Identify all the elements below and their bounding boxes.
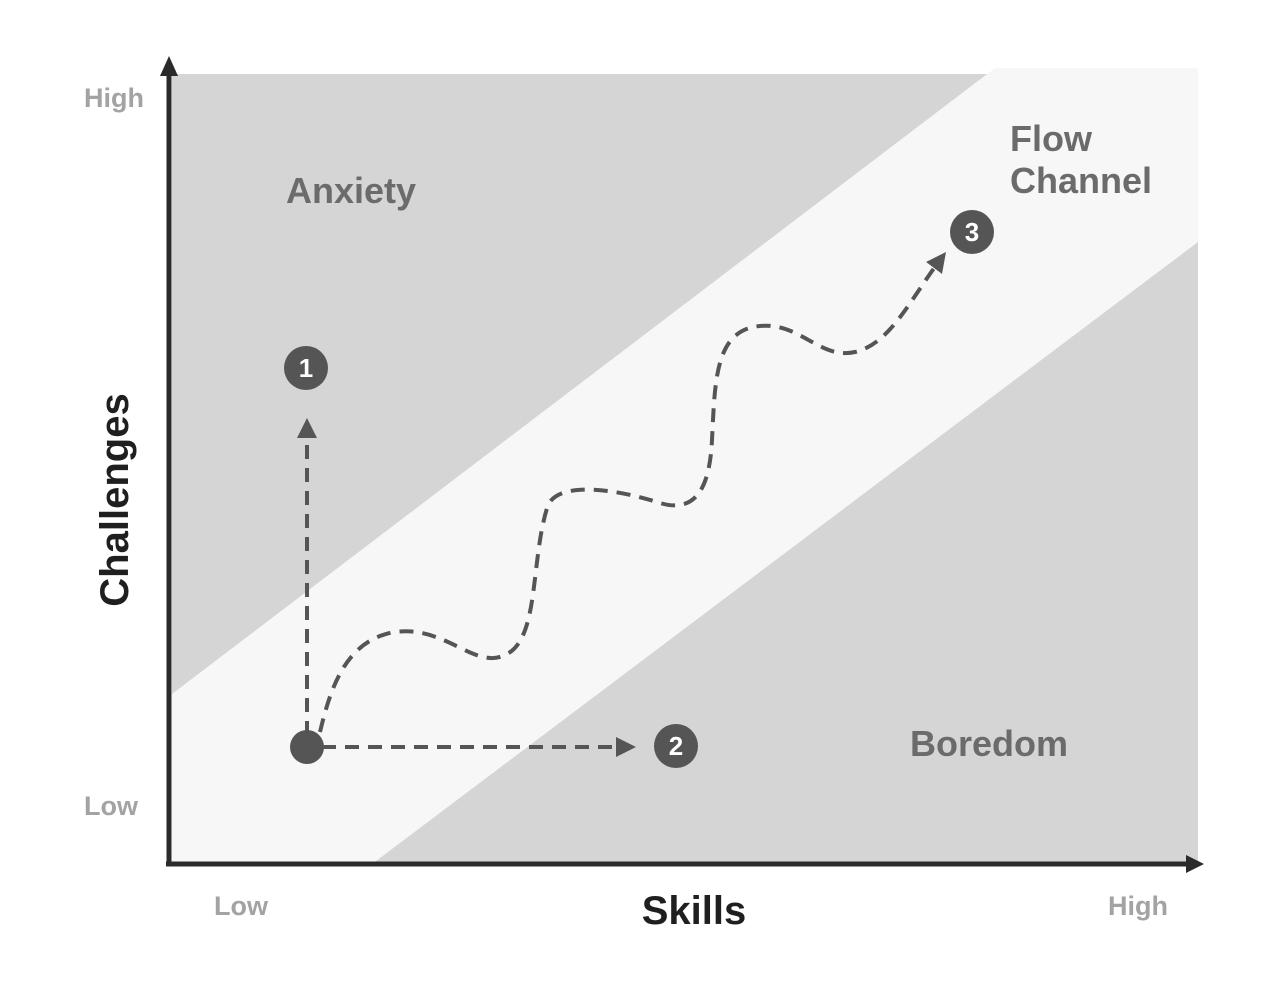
x-high-label: High — [1108, 891, 1168, 921]
x-low-label: Low — [214, 891, 269, 921]
y-axis-title: Challenges — [93, 393, 137, 606]
x-axis-arrow — [1186, 855, 1204, 873]
boredom-label: Boredom — [910, 723, 1068, 764]
marker-2: 2 — [654, 724, 698, 768]
marker-1-number: 1 — [299, 353, 313, 383]
y-high-label: High — [84, 83, 144, 113]
marker-3-number: 3 — [965, 217, 979, 247]
marker-2-number: 2 — [669, 731, 683, 761]
y-axis-arrow — [160, 56, 178, 76]
path-through-flow-channel — [318, 251, 946, 733]
y-low-label: Low — [84, 791, 139, 821]
anxiety-label: Anxiety — [286, 170, 416, 211]
flow-channel-label-line2: Channel — [1010, 160, 1152, 201]
marker-1: 1 — [284, 346, 328, 390]
x-axis-title: Skills — [642, 889, 747, 933]
marker-3: 3 — [950, 210, 994, 254]
flow-channel-label-line1: Flow — [1010, 118, 1093, 159]
start-point — [290, 730, 324, 764]
